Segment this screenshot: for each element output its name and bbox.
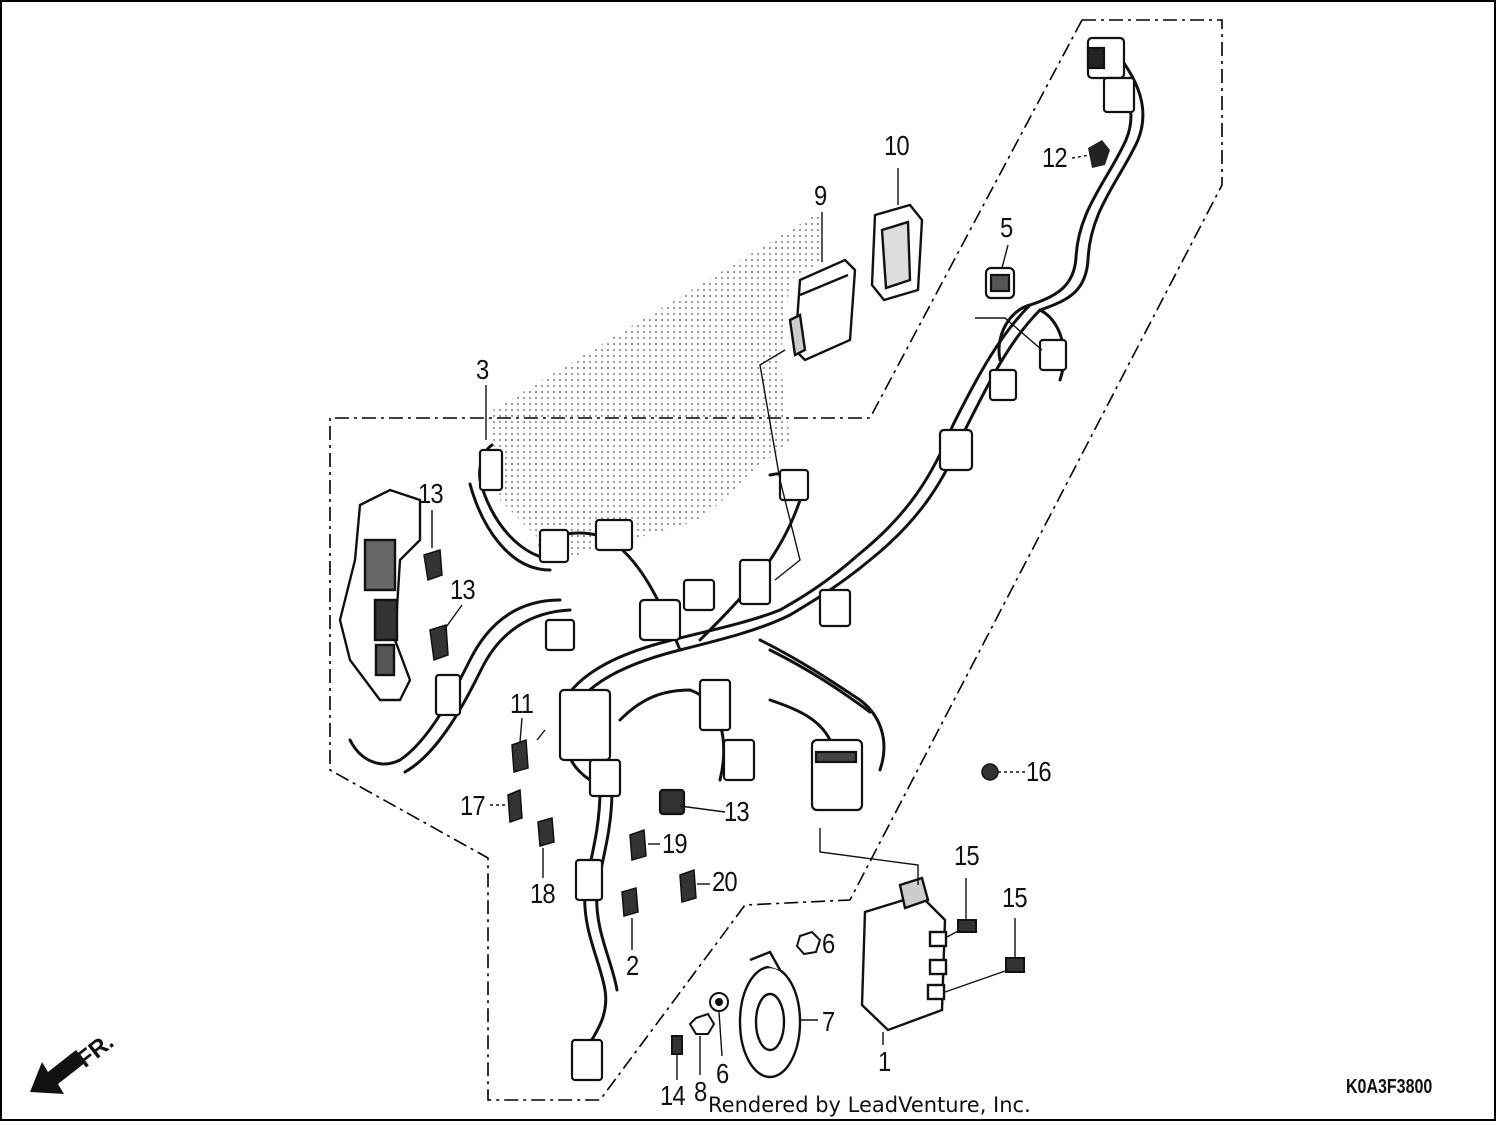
callout-8: 8 — [694, 1076, 707, 1107]
callout-13-middle: 13 — [450, 574, 476, 605]
callout-9: 9 — [814, 180, 827, 211]
part-1-control-unit — [860, 876, 948, 1032]
callout-15-upper: 15 — [954, 840, 980, 871]
callout-18: 18 — [530, 878, 556, 909]
connectors — [434, 36, 1136, 1082]
callout-17: 17 — [460, 790, 486, 821]
callout-20: 20 — [712, 866, 738, 897]
callout-15-lower: 15 — [1002, 882, 1028, 913]
callout-13-lower: 13 — [724, 796, 750, 827]
callout-11: 11 — [510, 688, 534, 719]
callout-5: 5 — [1000, 212, 1013, 243]
callout-19: 19 — [662, 828, 688, 859]
small-clips — [423, 549, 999, 917]
callout-7: 7 — [822, 1006, 835, 1037]
part-7-horn — [738, 950, 802, 1079]
callout-13-upper: 13 — [418, 478, 444, 509]
fasteners — [671, 919, 1025, 1055]
fr-arrow-icon — [30, 1050, 86, 1094]
stipple-area — [490, 212, 820, 560]
callout-14: 14 — [660, 1080, 686, 1111]
callout-1: 1 — [878, 1046, 891, 1077]
callout-2: 2 — [626, 950, 639, 981]
diagram-code: K0A3F3800 — [1346, 1076, 1433, 1098]
callout-6-upper: 6 — [822, 928, 835, 959]
leader-lines — [431, 154, 1091, 1080]
callout-16: 16 — [1026, 756, 1052, 787]
part-10-cover — [870, 203, 924, 302]
part-12-clip — [1088, 140, 1110, 168]
dashed-boundary — [329, 19, 1223, 1101]
render-credit: Rendered by LeadVenture, Inc. — [708, 1093, 1031, 1117]
left-housing — [338, 488, 422, 702]
callout-3: 3 — [476, 354, 489, 385]
callout-10: 10 — [884, 130, 910, 161]
part-5-grommet — [984, 266, 1016, 300]
callout-12: 12 — [1042, 142, 1068, 173]
callout-6-lower: 6 — [716, 1058, 729, 1089]
part-9-module — [788, 258, 857, 362]
